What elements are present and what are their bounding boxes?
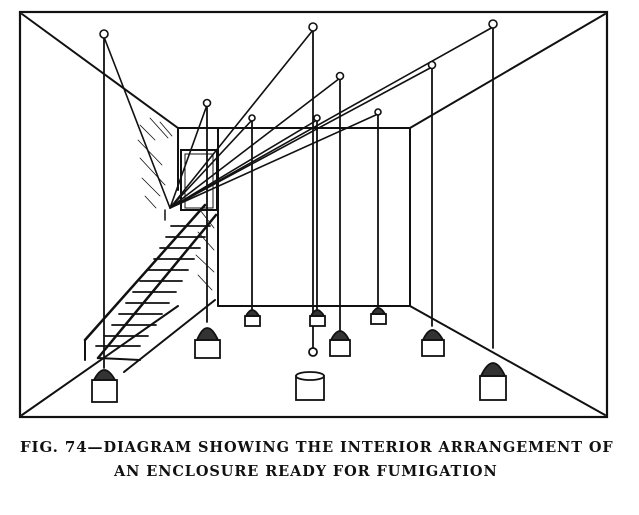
caption-line-1: FIG. 74—DIAGRAM SHOWING THE INTERIOR ARR…: [20, 438, 614, 456]
jar-front-center: [295, 371, 325, 401]
generator-jars: [91, 307, 507, 403]
figure-caption: FIG. 74—DIAGRAM SHOWING THE INTERIOR ARR…: [0, 430, 639, 515]
diagram-drawing: [18, 10, 609, 419]
caption-text-1: DIAGRAM SHOWING THE INTERIOR ARRANGEMENT…: [103, 439, 614, 456]
jar-left: [194, 327, 221, 359]
outer-frame: [18, 10, 609, 419]
jar-back-1: [244, 309, 261, 327]
jar-back-3: [370, 307, 387, 325]
caption-line-2: AN ENCLOSURE READY FOR FUMIGATION: [114, 463, 498, 480]
jar-middle: [329, 330, 351, 357]
pulleys: [99, 19, 498, 122]
jar-right: [421, 329, 445, 357]
enclosure-diagram: [18, 10, 609, 419]
jar-back-2: [309, 309, 326, 327]
figure-label: FIG. 74—: [20, 438, 104, 456]
jar-front-left: [91, 369, 118, 403]
weight-ball: [308, 347, 318, 357]
jar-front-right: [479, 362, 507, 401]
hanging-strings: [103, 26, 494, 369]
converging-cords: [103, 26, 494, 209]
